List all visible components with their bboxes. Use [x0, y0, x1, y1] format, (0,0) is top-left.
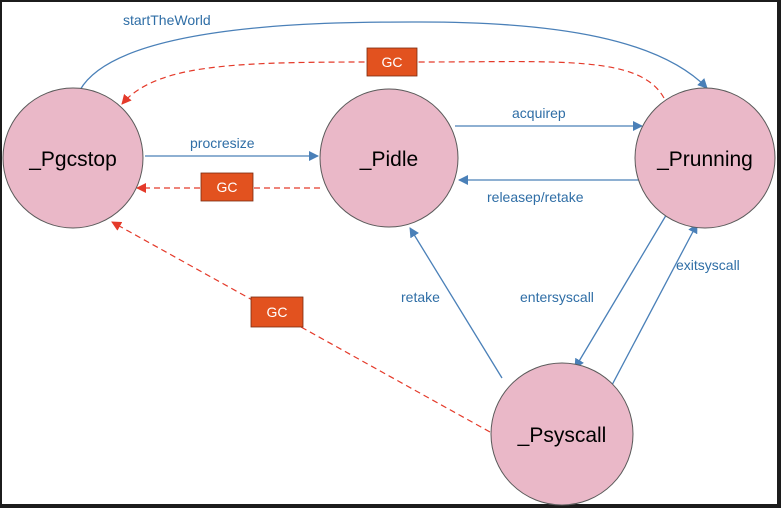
node-label-psyscall: _Psyscall [517, 424, 607, 447]
watermark: CSDN @进击的程序猿~ [613, 482, 767, 498]
node-label-prunning: _Prunning [656, 148, 753, 171]
label-entersyscall: entersyscall [520, 289, 594, 305]
edge-entersyscall [574, 211, 669, 369]
label-releasep-retake: releasep/retake [487, 189, 584, 205]
node-prunning: _Prunning [634, 87, 776, 229]
label-exitsyscall: exitsyscall [676, 257, 740, 273]
label-start-the-world: startTheWorld [123, 12, 211, 28]
node-psyscall: _Psyscall [490, 362, 634, 506]
gc-badge-middle: GC [200, 172, 254, 202]
gc-badge-top-label: GC [382, 54, 403, 70]
node-pidle: _Pidle [319, 88, 459, 228]
edge-gc-prunning-to-pgcstop [121, 60, 665, 105]
gc-badge-lower: GC [250, 296, 304, 328]
node-label-pgcstop: _Pgcstop [28, 148, 117, 171]
label-acquirep: acquirep [512, 105, 566, 121]
label-retake: retake [401, 289, 440, 305]
edge-retake [409, 227, 503, 379]
edge-start-the-world [79, 21, 708, 91]
gc-badge-lower-label: GC [267, 304, 288, 320]
label-procresize: procresize [190, 135, 255, 151]
node-pgcstop: _Pgcstop [2, 87, 144, 229]
gc-badge-top: GC [366, 47, 418, 77]
gc-badge-middle-label: GC [217, 179, 238, 195]
edge-exitsyscall [611, 223, 698, 386]
node-label-pidle: _Pidle [359, 148, 418, 171]
edge-gc-psyscall-to-pgcstop [111, 221, 491, 433]
